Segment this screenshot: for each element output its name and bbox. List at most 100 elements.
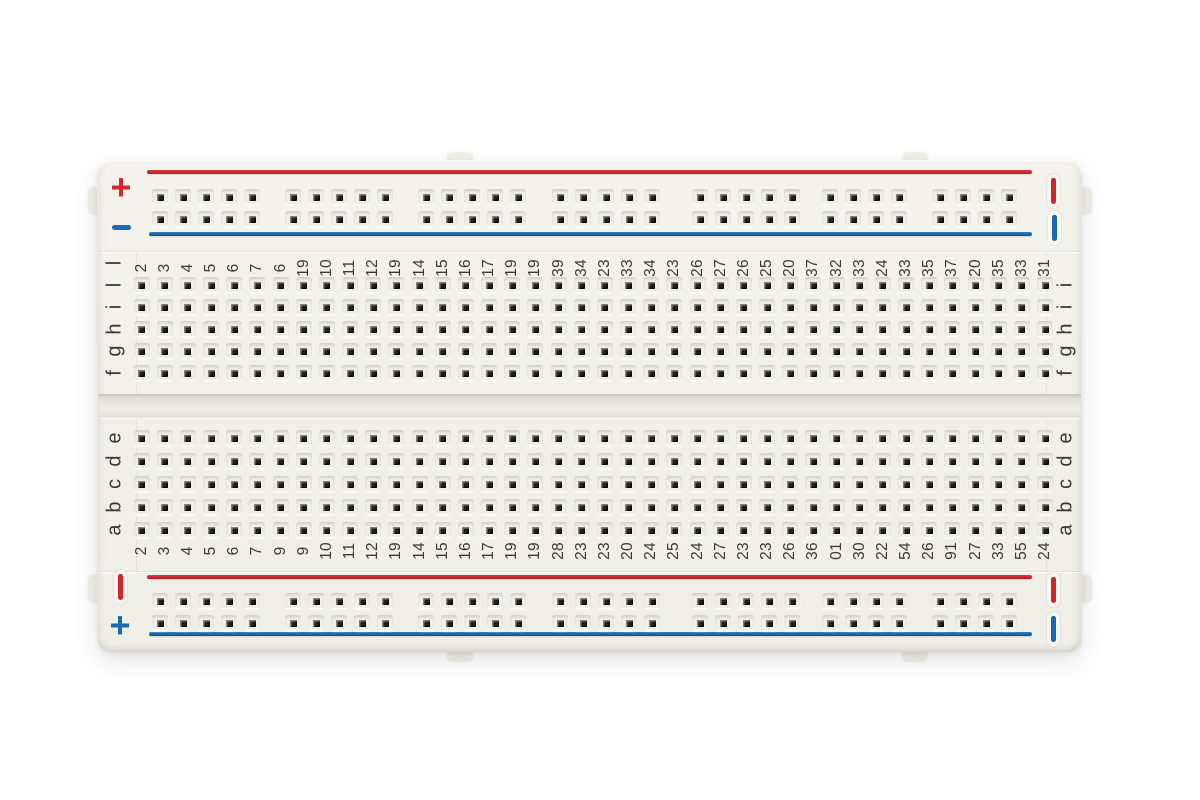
- pin-contact: [948, 503, 956, 511]
- pin-hole: [644, 615, 660, 631]
- pin-hole: [388, 299, 405, 315]
- pin-hole: [156, 299, 173, 315]
- pin-contact: [207, 303, 215, 311]
- pin-hole: [318, 321, 335, 337]
- pin-hole: [891, 211, 907, 227]
- pin-contact: [948, 480, 956, 488]
- column-label-top: 33: [850, 259, 868, 277]
- pin-contact: [742, 597, 750, 605]
- pin-contact: [601, 457, 609, 465]
- pin-hole: [175, 615, 191, 631]
- pin-contact: [763, 325, 771, 333]
- pin-hole: [550, 430, 567, 446]
- pin-contact: [879, 347, 887, 355]
- pin-hole: [666, 453, 683, 469]
- pin-contact: [508, 434, 516, 442]
- pin-contact: [719, 193, 727, 201]
- pin-contact: [1041, 526, 1049, 534]
- pin-contact: [925, 347, 933, 355]
- pin-hole: [782, 365, 799, 381]
- pin-hole: [967, 430, 984, 446]
- pin-contact: [300, 303, 308, 311]
- pin-contact: [138, 503, 145, 511]
- pin-contact: [230, 503, 238, 511]
- pin-hole: [944, 365, 961, 381]
- column-label-bottom: 19: [503, 542, 521, 560]
- pin-hole: [712, 453, 729, 469]
- pin-hole: [318, 343, 335, 359]
- column-label-bottom: 27: [711, 542, 729, 560]
- pin-hole: [898, 522, 915, 538]
- pin-hole: [573, 522, 590, 538]
- pin-hole: [575, 189, 591, 205]
- pin-hole: [504, 522, 521, 538]
- pin-hole: [272, 277, 289, 293]
- pin-hole: [272, 522, 289, 538]
- pin-contact: [740, 457, 748, 465]
- pin-hole: [133, 343, 150, 359]
- pin-hole: [643, 430, 660, 446]
- pin-contact: [392, 457, 400, 465]
- pin-contact: [300, 281, 308, 289]
- pin-hole: [828, 365, 845, 381]
- column-label-bottom: 54: [897, 542, 915, 560]
- pin-hole: [921, 299, 938, 315]
- pin-contact: [717, 325, 725, 333]
- pin-hole: [598, 189, 614, 205]
- pin-hole: [990, 343, 1007, 359]
- pin-hole: [898, 277, 915, 293]
- pin-hole: [527, 321, 544, 337]
- pin-hole: [552, 615, 568, 631]
- pin-hole: [504, 430, 521, 446]
- pin-contact: [416, 369, 424, 377]
- pin-contact: [138, 347, 145, 355]
- pin-contact: [369, 325, 377, 333]
- pin-contact: [323, 526, 331, 534]
- pin-contact: [647, 303, 655, 311]
- pin-contact: [826, 619, 834, 627]
- pin-contact: [416, 325, 424, 333]
- row-label-upper-left: i: [103, 304, 126, 310]
- column-label-top: 15: [433, 259, 451, 277]
- pin-contact: [856, 480, 864, 488]
- pin-contact: [225, 619, 233, 627]
- column-label-top: 19: [387, 259, 405, 277]
- pin-contact: [230, 303, 238, 311]
- pin-hole: [944, 522, 961, 538]
- pin-hole: [388, 277, 405, 293]
- pin-contact: [763, 503, 771, 511]
- row-label-upper-left: l: [103, 282, 126, 288]
- pin-contact: [462, 434, 470, 442]
- pin-contact: [809, 434, 817, 442]
- pin-contact: [670, 480, 678, 488]
- pin-hole: [331, 593, 347, 609]
- pin-contact: [902, 369, 910, 377]
- column-label-top: 20: [781, 259, 799, 277]
- pin-contact: [230, 526, 238, 534]
- column-label-bottom: 3: [155, 546, 173, 556]
- column-label-top: 20: [966, 259, 984, 277]
- column-label-bottom: 24: [688, 542, 706, 560]
- pin-contact: [335, 619, 343, 627]
- pin-hole: [133, 453, 150, 469]
- pin-hole: [388, 321, 405, 337]
- pin-contact: [184, 281, 192, 289]
- row-label-upper-right: i: [1054, 304, 1077, 310]
- pin-hole: [828, 499, 845, 515]
- pin-contact: [742, 193, 750, 201]
- pin-contact: [948, 303, 956, 311]
- pin-contact: [508, 480, 516, 488]
- pin-contact: [647, 480, 655, 488]
- pin-contact: [948, 457, 956, 465]
- pin-contact: [312, 597, 320, 605]
- pin-contact: [995, 480, 1003, 488]
- pin-hole: [133, 522, 150, 538]
- pin-contact: [531, 503, 539, 511]
- pin-hole: [434, 299, 451, 315]
- pin-contact: [601, 503, 609, 511]
- pin-contact: [462, 526, 470, 534]
- pin-hole: [898, 476, 915, 492]
- pin-hole: [689, 430, 706, 446]
- pin-hole: [921, 277, 938, 293]
- pin-contact: [763, 347, 771, 355]
